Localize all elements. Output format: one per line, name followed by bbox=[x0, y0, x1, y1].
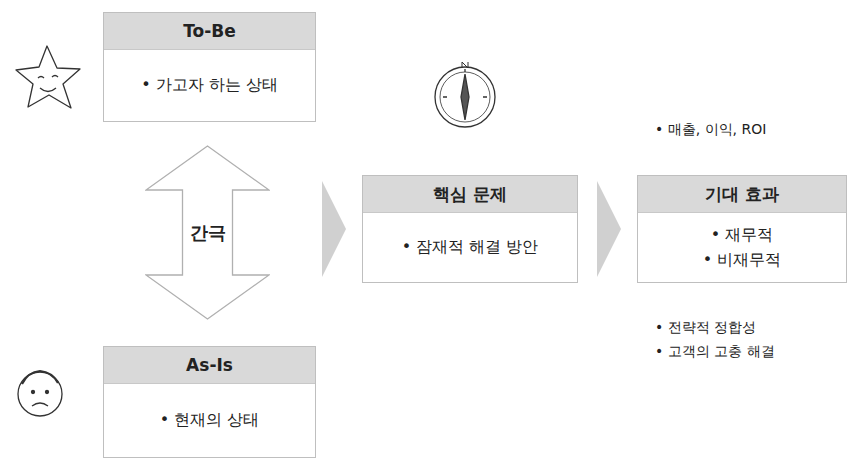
box-item: • 재무적 bbox=[711, 225, 774, 246]
note-label: • 매출, 이익, ROI bbox=[655, 121, 766, 139]
chevron-arrow bbox=[597, 181, 621, 277]
box-body: • 현재의 상태 bbox=[104, 384, 315, 457]
sad-face-sketch bbox=[18, 371, 62, 416]
gap-label: 간극 bbox=[190, 221, 226, 245]
box-body: • 재무적 • 비재무적 bbox=[638, 213, 846, 282]
arrow-text-holder: 간극 bbox=[145, 145, 270, 320]
compass-sketch bbox=[435, 62, 495, 127]
box-body: • 잠재적 해결 방안 bbox=[363, 213, 577, 282]
double-arrow-shape bbox=[146, 146, 269, 319]
expected-effect-box: 기대 효과 • 재무적 • 비재무적 bbox=[637, 175, 847, 283]
box-header: 기대 효과 bbox=[638, 176, 846, 213]
box-title: As-Is bbox=[186, 355, 233, 375]
box-item: • 잠재적 해결 방안 bbox=[402, 237, 539, 258]
box-item: • 비재무적 bbox=[703, 250, 782, 271]
box-item: • 가고자 하는 상태 bbox=[141, 75, 278, 96]
chevron-arrow bbox=[322, 181, 346, 277]
box-header: 핵심 문제 bbox=[363, 176, 577, 213]
gap-double-arrow: 간극 bbox=[145, 145, 270, 320]
box-body: • 가고자 하는 상태 bbox=[104, 50, 315, 121]
core-problem-box: 핵심 문제 • 잠재적 해결 방안 bbox=[362, 175, 578, 283]
box-header: To-Be bbox=[104, 13, 315, 50]
note-label: • 전략적 정합성 bbox=[655, 319, 756, 337]
as-is-box: As-Is • 현재의 상태 bbox=[103, 346, 316, 458]
box-title: 기대 효과 bbox=[705, 183, 779, 206]
box-title: To-Be bbox=[183, 21, 236, 41]
star-sketch bbox=[16, 46, 80, 108]
box-item: • 현재의 상태 bbox=[160, 410, 260, 431]
note-label: • 고객의 고충 해결 bbox=[655, 343, 775, 361]
box-title: 핵심 문제 bbox=[433, 183, 507, 206]
to-be-box: To-Be • 가고자 하는 상태 bbox=[103, 12, 316, 122]
box-header: As-Is bbox=[104, 347, 315, 384]
